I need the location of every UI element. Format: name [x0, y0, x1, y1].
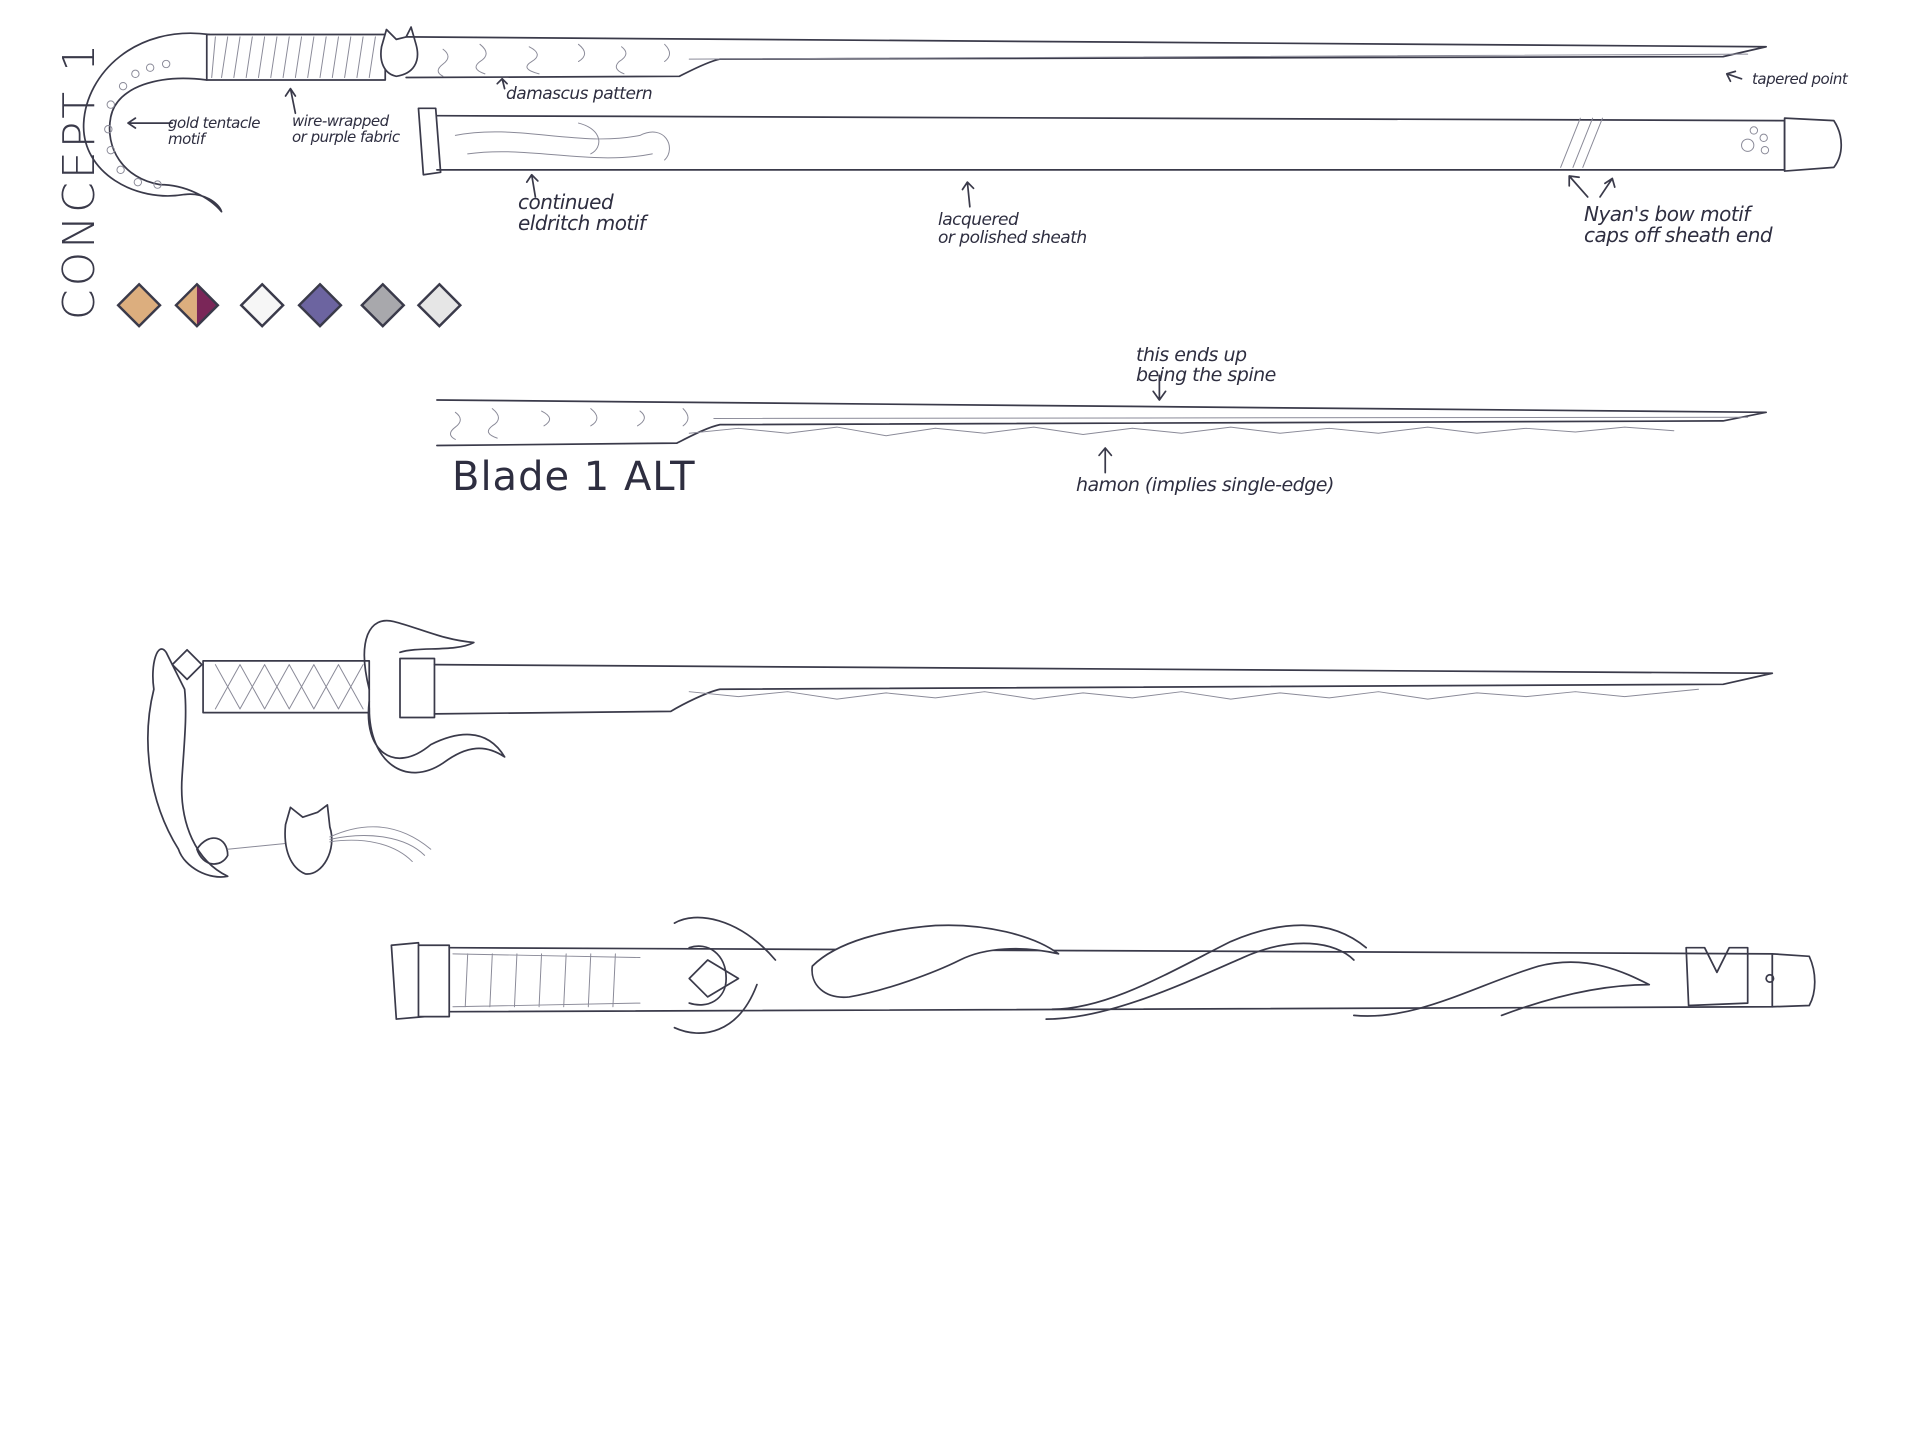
- label-bow-motif: Nyan's bow motif caps off sheath end: [1584, 202, 1773, 247]
- sword-1: [82, 26, 1768, 213]
- label-eldritch: continued eldritch motif: [518, 190, 646, 235]
- pommel-gem: [171, 648, 203, 681]
- bow-cap: [1685, 946, 1749, 1007]
- blade-1: [405, 36, 1768, 79]
- star-guard: [688, 959, 740, 998]
- label-blade-alt: Blade 1 ALT: [452, 454, 696, 500]
- paw-print: [1741, 126, 1770, 155]
- color-palette: [116, 282, 463, 328]
- sheath-end-cap: [1783, 117, 1843, 172]
- swatch-tan-half: [176, 284, 197, 327]
- swatch-gray: [360, 282, 406, 328]
- tentacle-guard: [363, 619, 506, 774]
- tassel-cord: [227, 842, 290, 850]
- swatch-white: [239, 282, 285, 328]
- grip-wrap-lines: [211, 36, 376, 79]
- sheath-2-body: [448, 946, 1774, 1013]
- label-sheath: lacquered or polished sheath: [938, 210, 1087, 248]
- tentacle-suckers: [104, 59, 171, 189]
- annotation-arrows: [127, 70, 1743, 474]
- hook-pommel: [147, 648, 229, 878]
- tassel-ring: [196, 837, 229, 865]
- hamon-line: [688, 426, 1675, 437]
- blade-1-alt: [436, 399, 1768, 447]
- snake: [811, 924, 1060, 998]
- sheath-throat: [417, 107, 442, 176]
- label-tapered-point: tapered point: [1752, 70, 1848, 88]
- label-hamon: hamon (implies single-edge): [1076, 474, 1334, 496]
- sword-2: [147, 619, 1774, 878]
- cat-guard: [380, 26, 419, 78]
- sheath-2-end: [1771, 952, 1816, 1008]
- swatch-light-gray: [416, 282, 463, 328]
- snake-body: [1045, 924, 1651, 1020]
- blade-2: [433, 663, 1774, 715]
- sheath-1: [417, 107, 1843, 176]
- swatch-purple: [297, 282, 343, 328]
- tentacle-pommel: [82, 32, 223, 213]
- spine-line: [713, 416, 1749, 419]
- label-spine: this ends up being the spine: [1136, 344, 1276, 386]
- swatch-maroon-half: [196, 284, 218, 327]
- label-damascus: damascus pattern: [506, 84, 653, 104]
- swatch-tan: [116, 282, 162, 328]
- tassel: [329, 826, 432, 863]
- eldritch-motif: [454, 122, 670, 161]
- label-wire-wrapped: wire-wrapped or purple fabric: [292, 112, 400, 146]
- sheath-2: [390, 916, 1816, 1035]
- damascus-pattern: [437, 43, 671, 77]
- label-gold-tentacle: gold tentacle motif: [168, 114, 261, 148]
- bow-motif-lines: [1560, 117, 1603, 168]
- cat-charm: [284, 804, 333, 875]
